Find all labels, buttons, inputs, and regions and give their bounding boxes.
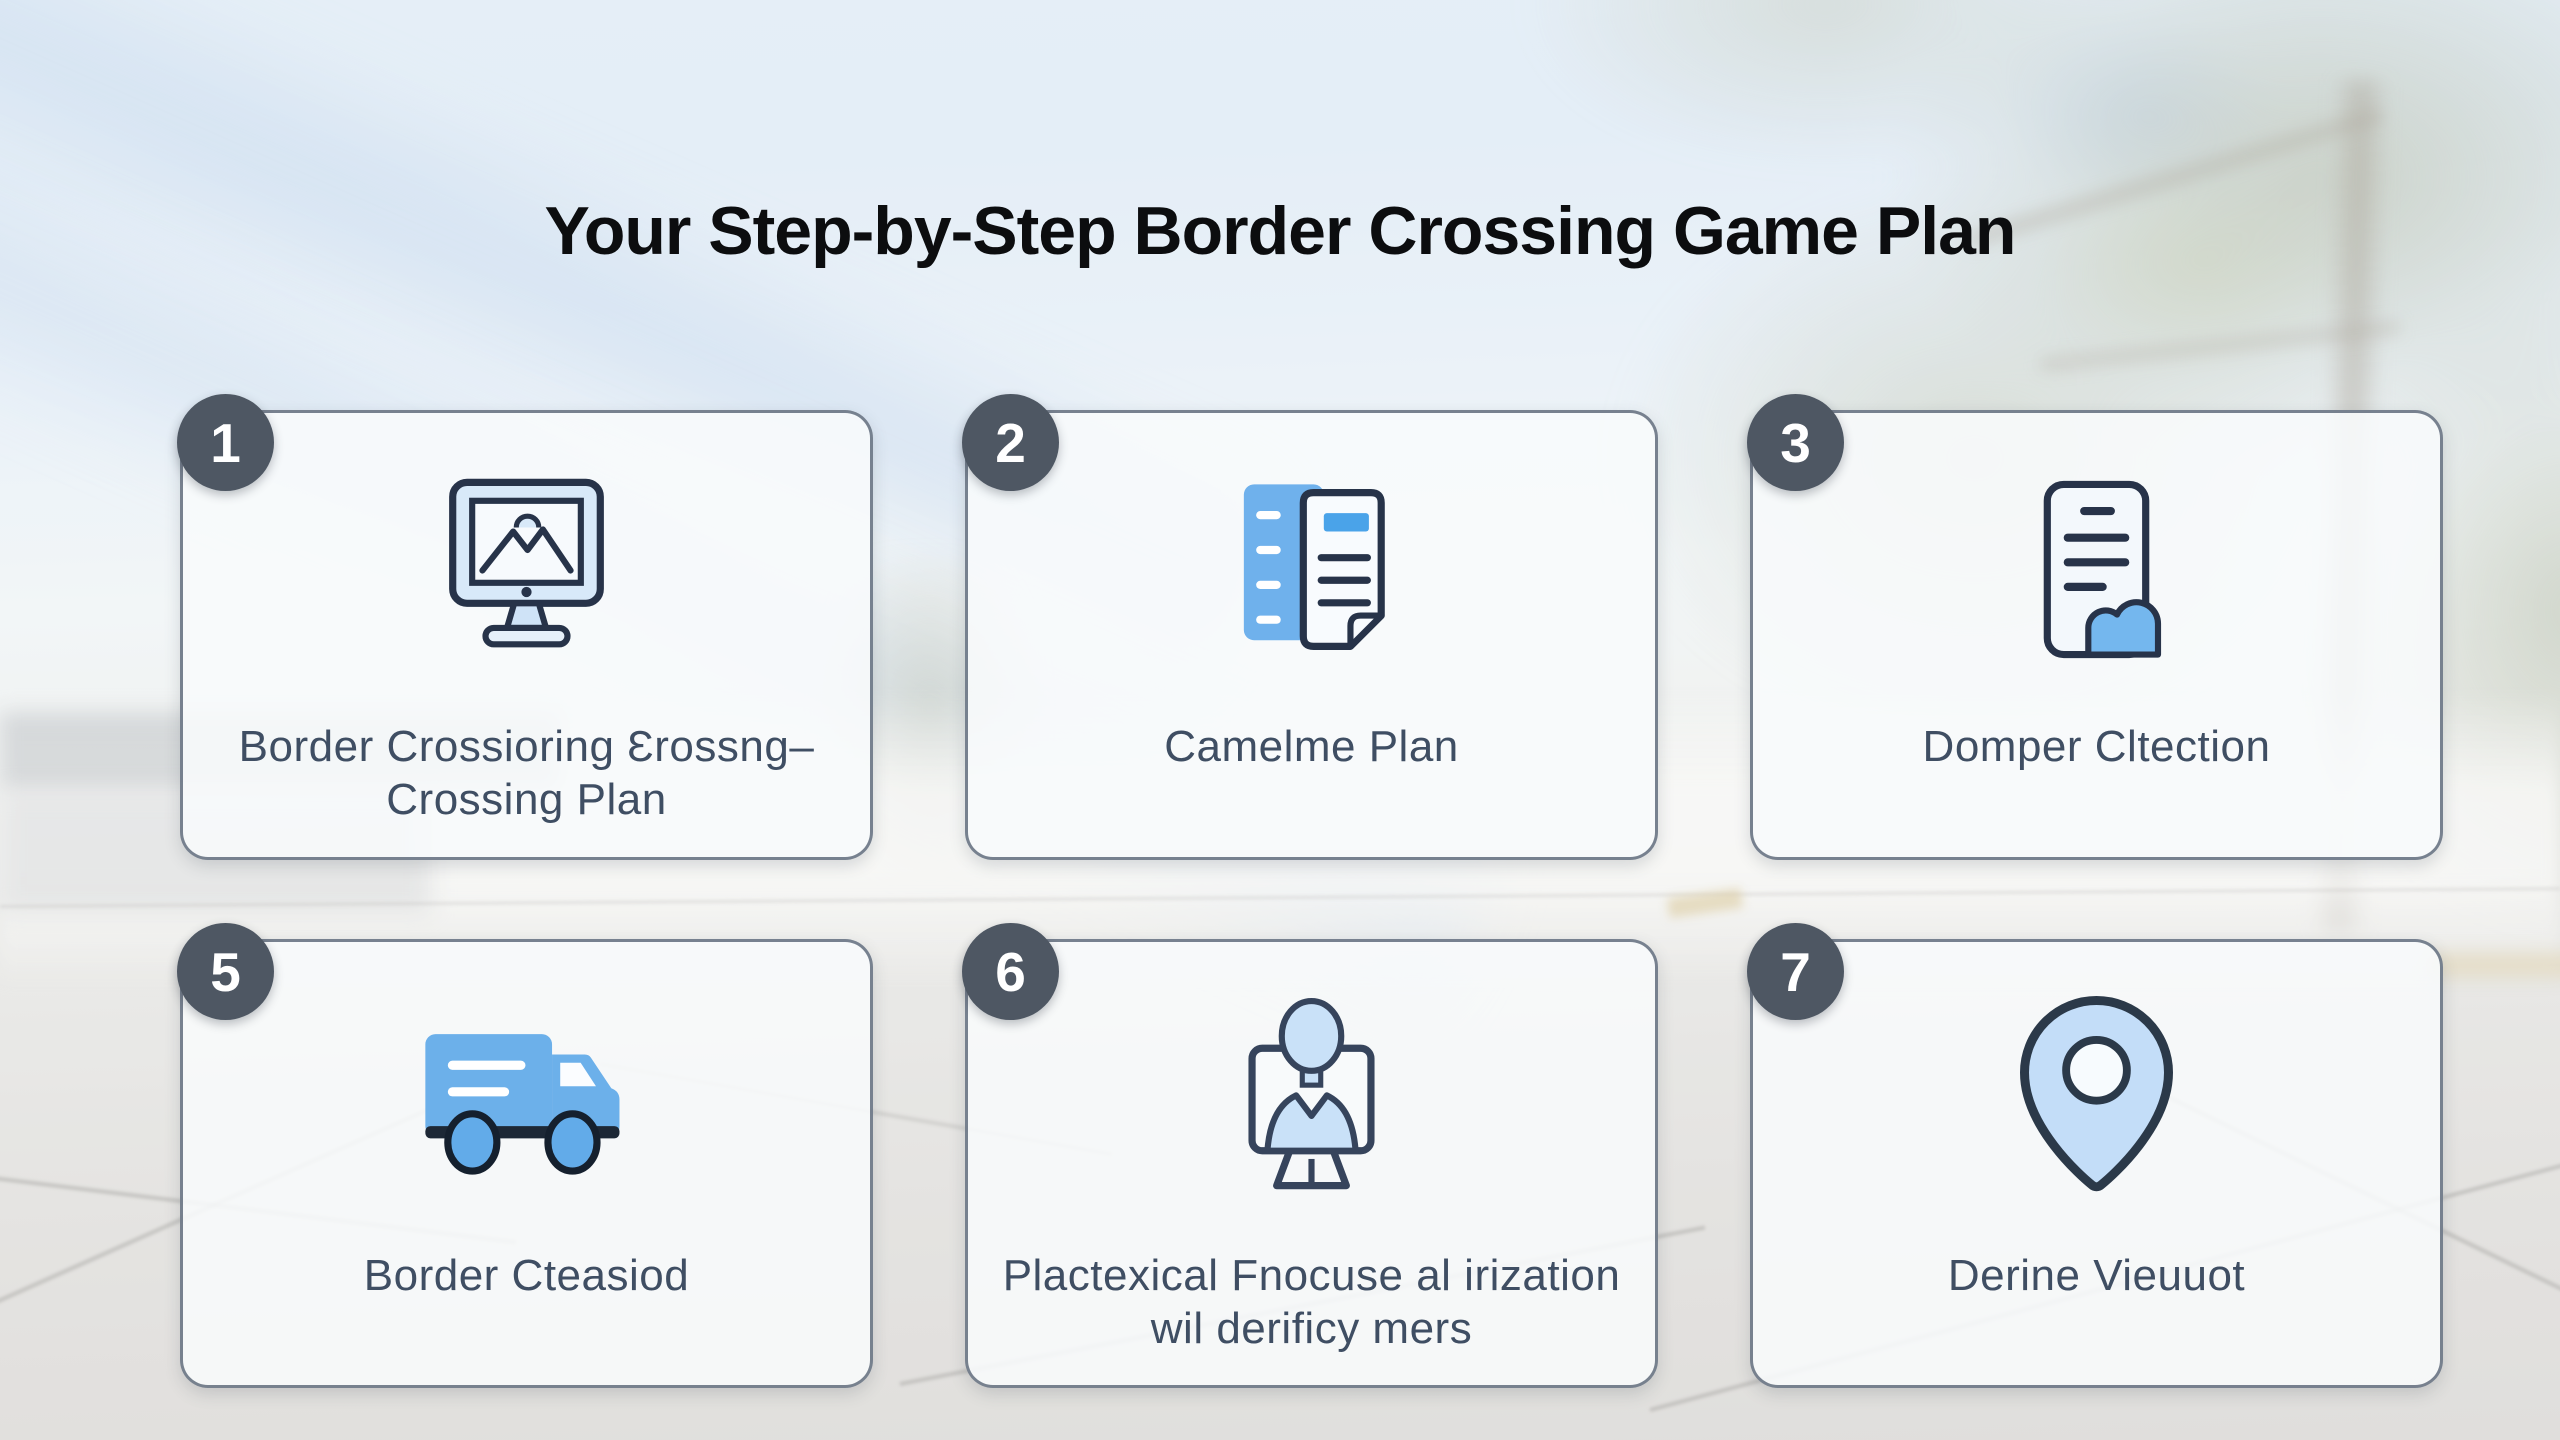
step-number-badge: 5 bbox=[177, 923, 274, 1020]
step-label: Domper Cltection bbox=[1922, 722, 2271, 771]
delivery-truck-icon bbox=[409, 990, 644, 1208]
step-card-1: 1 Border Crossioring Ɛrossng– Crossing P… bbox=[177, 394, 873, 860]
step-number-badge: 2 bbox=[962, 394, 1059, 491]
step-card-6: 6 Plactexical Fnocuse al irization wil d… bbox=[962, 923, 1658, 1388]
step-number: 5 bbox=[210, 940, 241, 1003]
checklist-documents-icon bbox=[1209, 461, 1414, 679]
page-title: Your Step-by-Step Border Crossing Game P… bbox=[544, 193, 2017, 269]
step-number: 3 bbox=[1780, 411, 1811, 474]
step-card-7: 7 Derine Vieuuot bbox=[1747, 923, 2443, 1388]
document-cloud-icon bbox=[1994, 461, 2199, 679]
step-number-badge: 3 bbox=[1747, 394, 1844, 491]
step-label: Derine Vieuuot bbox=[1947, 1251, 2246, 1300]
step-number: 1 bbox=[210, 411, 241, 474]
step-number: 6 bbox=[995, 940, 1026, 1003]
location-pin-icon bbox=[1984, 990, 2209, 1208]
person-on-screen-icon bbox=[1209, 990, 1414, 1208]
step-label: Camelme Plan bbox=[1164, 722, 1459, 771]
step-card-3: 3 Domper Cltection bbox=[1747, 394, 2443, 860]
step-number: 2 bbox=[995, 411, 1026, 474]
step-number: 7 bbox=[1780, 940, 1811, 1003]
step-card-5: 5 Border Cteasiod bbox=[177, 923, 873, 1388]
step-label: Border Cteasiod bbox=[363, 1251, 690, 1300]
step-number-badge: 6 bbox=[962, 923, 1059, 1020]
step-number-badge: 7 bbox=[1747, 923, 1844, 1020]
steps-grid: 1 Border Crossioring Ɛrossng– Crossing P… bbox=[177, 394, 2443, 1388]
step-label: Border Crossioring Ɛrossng– Crossing Pla… bbox=[238, 722, 815, 824]
step-label: Plactexical Fnocuse al irization wil der… bbox=[1002, 1251, 1621, 1353]
background-curb-patch bbox=[2430, 952, 2560, 978]
step-card-2: 2 Camelme Plan bbox=[962, 394, 1658, 860]
step-number-badge: 1 bbox=[177, 394, 274, 491]
desktop-monitor-image-icon bbox=[424, 461, 629, 679]
